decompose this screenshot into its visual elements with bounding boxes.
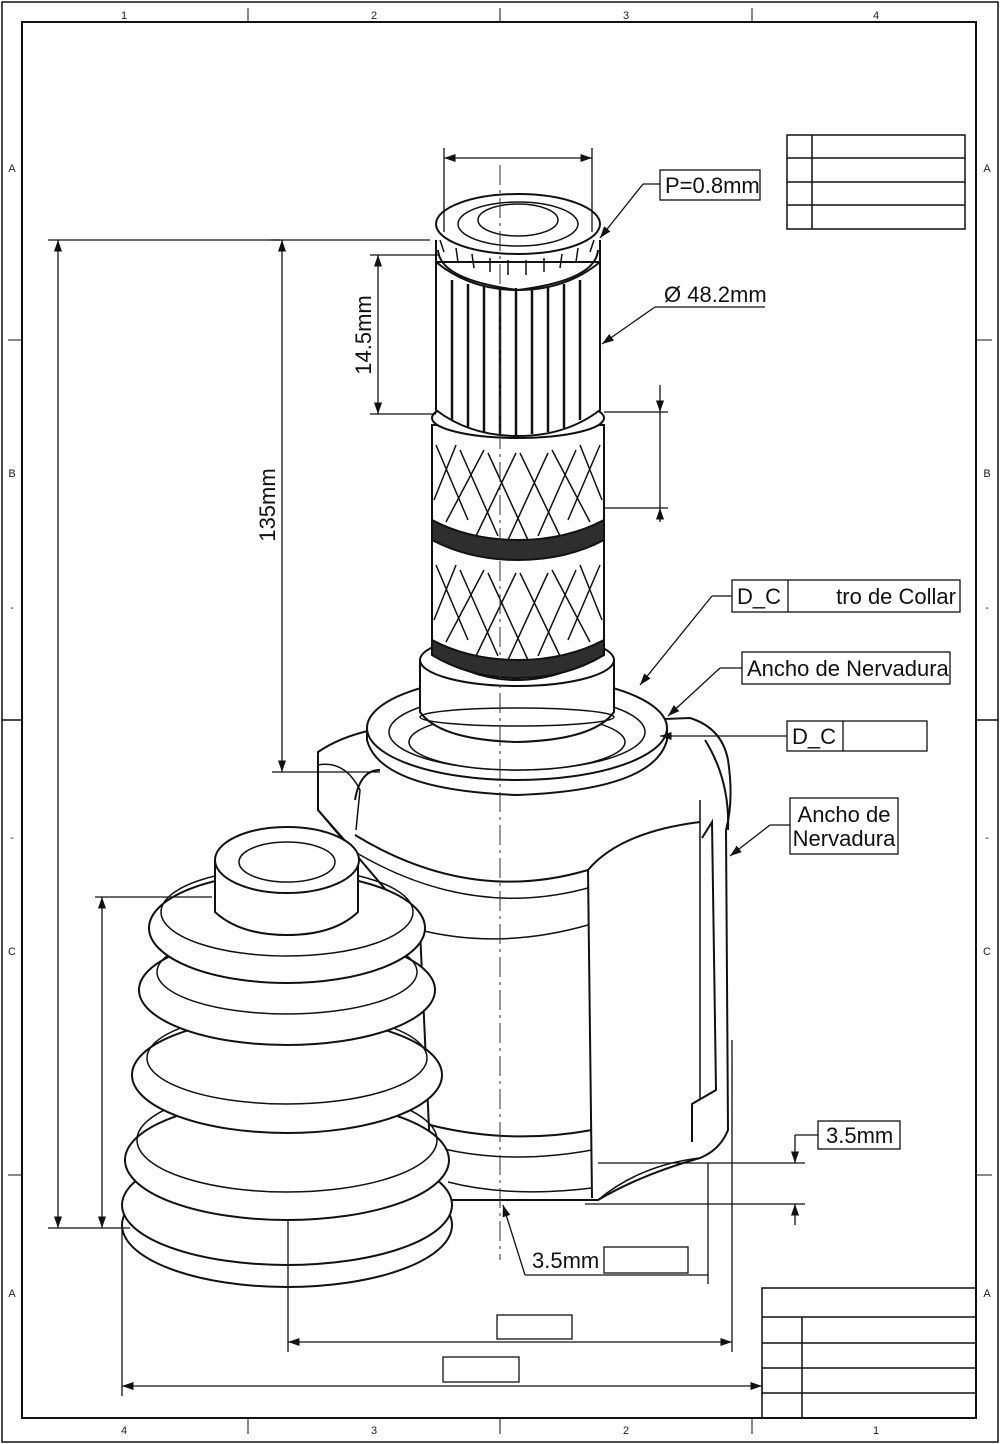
zone-right-c: C <box>983 946 991 958</box>
callout-pitch: P=0.8mm <box>659 169 761 201</box>
zone-top-4: 4 <box>873 10 879 22</box>
callout-collar: D_C tro de Collar <box>731 579 961 613</box>
zone-right-b: B <box>983 468 990 480</box>
spline-length-dimension: 14.5mm <box>351 295 376 374</box>
knurled-seal <box>431 397 605 682</box>
dimension-lines <box>48 148 818 1396</box>
leader-lines <box>599 183 790 857</box>
callout-offset-right: 3.5mm <box>817 1120 901 1150</box>
zone-left-dash-2: - <box>10 832 14 844</box>
zone-bottom-3: 3 <box>371 1425 377 1437</box>
cv-joint-housing <box>317 716 732 1201</box>
dimension-value-box-1 <box>496 1314 573 1340</box>
zone-top-2: 2 <box>371 10 377 22</box>
collar-code-text: D_C <box>737 584 781 609</box>
dc2-code-text: D_C <box>792 724 836 749</box>
rib-width-1-text: Ancho de Nervadura <box>747 656 950 681</box>
zone-bottom-1: 1 <box>873 1425 879 1437</box>
callout-dc2: D_C <box>786 720 928 752</box>
collar-label-text: tro de Collar <box>836 584 956 609</box>
splined-shaft <box>435 193 601 438</box>
zone-labels: 1 2 3 4 4 3 2 1 A B - - C A A B - - C A <box>8 10 991 1437</box>
callout-pitch-text: P=0.8mm <box>665 173 760 198</box>
callout-rib-width-1: Ancho de Nervadura <box>741 651 951 685</box>
callout-diameter: Ø 48.2mm <box>664 282 767 307</box>
zone-right-dash-2: - <box>985 832 989 844</box>
zone-left-b: B <box>8 468 15 480</box>
rib-width-2-line1: Ancho de <box>798 802 891 827</box>
zone-left-a: A <box>8 163 16 175</box>
overall-height-dimension: 135mm <box>255 468 280 541</box>
title-block <box>761 1287 977 1419</box>
zone-bottom-4: 4 <box>121 1425 127 1437</box>
offset-bottom-text: 3.5mm <box>532 1248 599 1273</box>
rubber-boot <box>121 826 453 1288</box>
dimension-value-box-2 <box>442 1356 520 1383</box>
revision-table <box>786 134 966 230</box>
zone-right-a: A <box>983 163 991 175</box>
zone-left-c: C <box>8 946 16 958</box>
zone-top-3: 3 <box>623 10 629 22</box>
callout-rib-width-2: Ancho de Nervadura <box>789 797 899 855</box>
zone-bottom-2: 2 <box>623 1425 629 1437</box>
zone-left-dash-1: - <box>10 602 14 614</box>
zone-right-a2: A <box>983 1288 991 1300</box>
zone-top-1: 1 <box>121 10 127 22</box>
zone-right-dash-1: - <box>985 602 989 614</box>
rib-width-2-line2: Nervadura <box>793 826 896 851</box>
offset-right-text: 3.5mm <box>826 1123 893 1148</box>
callout-offset-bottom: 3.5mm <box>532 1246 689 1274</box>
callout-diameter-text: Ø 48.2mm <box>664 282 767 307</box>
zone-left-a2: A <box>8 1288 16 1300</box>
